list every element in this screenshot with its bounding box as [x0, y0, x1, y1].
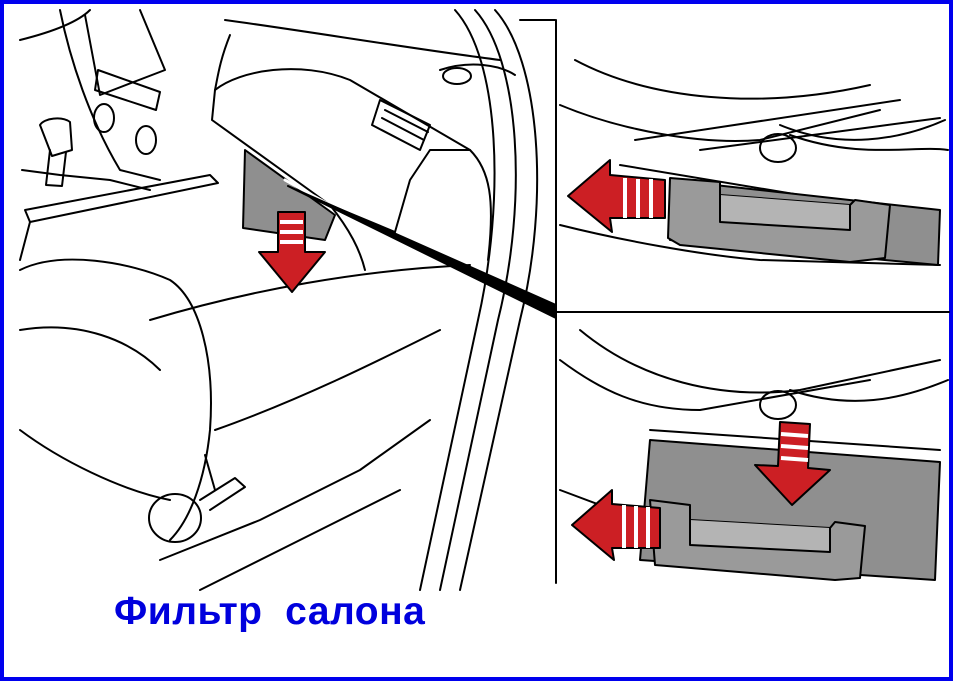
arrow-down-icon — [258, 211, 326, 293]
diagram-caption: Фильтр салона — [114, 590, 426, 633]
arrow-down-icon — [754, 421, 831, 506]
car-interior-illustration — [19, 9, 556, 591]
arrow-left-icon — [567, 159, 666, 233]
arrow-left-icon — [571, 489, 661, 561]
detail-panel-remove-filter — [559, 59, 949, 266]
